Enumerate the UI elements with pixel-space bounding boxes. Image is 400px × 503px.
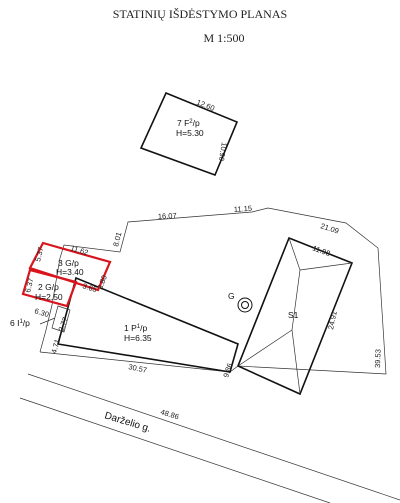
dim-11-15: 11.15 xyxy=(234,204,253,214)
building-1-label: 1 P1/p xyxy=(124,323,147,333)
street-lines xyxy=(19,373,400,503)
dim-16-07: 16.07 xyxy=(158,211,177,221)
dim-6-30: 6.30 xyxy=(33,306,50,319)
building-7-label: 7 F2/p xyxy=(177,118,200,128)
building-1-height: H=6.35 xyxy=(124,333,152,343)
dim-11-62: 11.62 xyxy=(69,243,89,257)
dim-21-09: 21.09 xyxy=(319,221,340,235)
dim-12-60: 12.60 xyxy=(195,98,216,113)
dim-3-65: 3.65 xyxy=(81,281,98,294)
building-3-label: 3 G/p xyxy=(58,258,79,268)
dim-10-90: 10.90 xyxy=(217,142,229,162)
building-7-height: H=5.30 xyxy=(176,128,204,138)
well-symbol xyxy=(237,297,253,313)
dim-24-91: 24.91 xyxy=(326,310,339,330)
building-2-height: H=2.50 xyxy=(35,292,63,302)
well-label: G xyxy=(228,291,235,301)
building-6-outline xyxy=(51,305,71,333)
dim-8-01: 8.01 xyxy=(111,231,123,247)
street-name: Darželio g. xyxy=(103,410,152,434)
dim-4-71: 4.71 xyxy=(49,338,62,355)
dim-3-80: 3.80 xyxy=(95,274,108,291)
building-3-height: H=3.40 xyxy=(56,267,84,277)
dim-9-86: 9.86 xyxy=(221,362,234,379)
plan-scale: M 1:500 xyxy=(203,31,244,45)
dim-30-57: 30.57 xyxy=(128,362,148,375)
building-7-outline xyxy=(139,91,239,177)
building-2-label: 2 G/p xyxy=(38,282,59,292)
area-s1-label: S1 xyxy=(288,310,299,320)
property-boundary xyxy=(39,207,387,375)
building-1-outline xyxy=(56,276,239,373)
plan-title: STATINIŲ IŠDĖSTYMO PLANAS xyxy=(113,7,287,21)
dim-39-53: 39.53 xyxy=(373,349,383,368)
dim-6-37: 6.37 xyxy=(23,277,35,293)
dim-5-37: 5.37 xyxy=(33,246,45,262)
building-6-leader xyxy=(39,317,56,325)
building-3-outline xyxy=(28,241,112,292)
area-s1-outline xyxy=(236,236,354,396)
building-6-label: 6 I1/p xyxy=(10,318,30,328)
dim-11-98: 11.98 xyxy=(311,243,331,258)
building-2-outline xyxy=(21,268,78,308)
dim-2-77: 2.77 xyxy=(56,316,69,333)
